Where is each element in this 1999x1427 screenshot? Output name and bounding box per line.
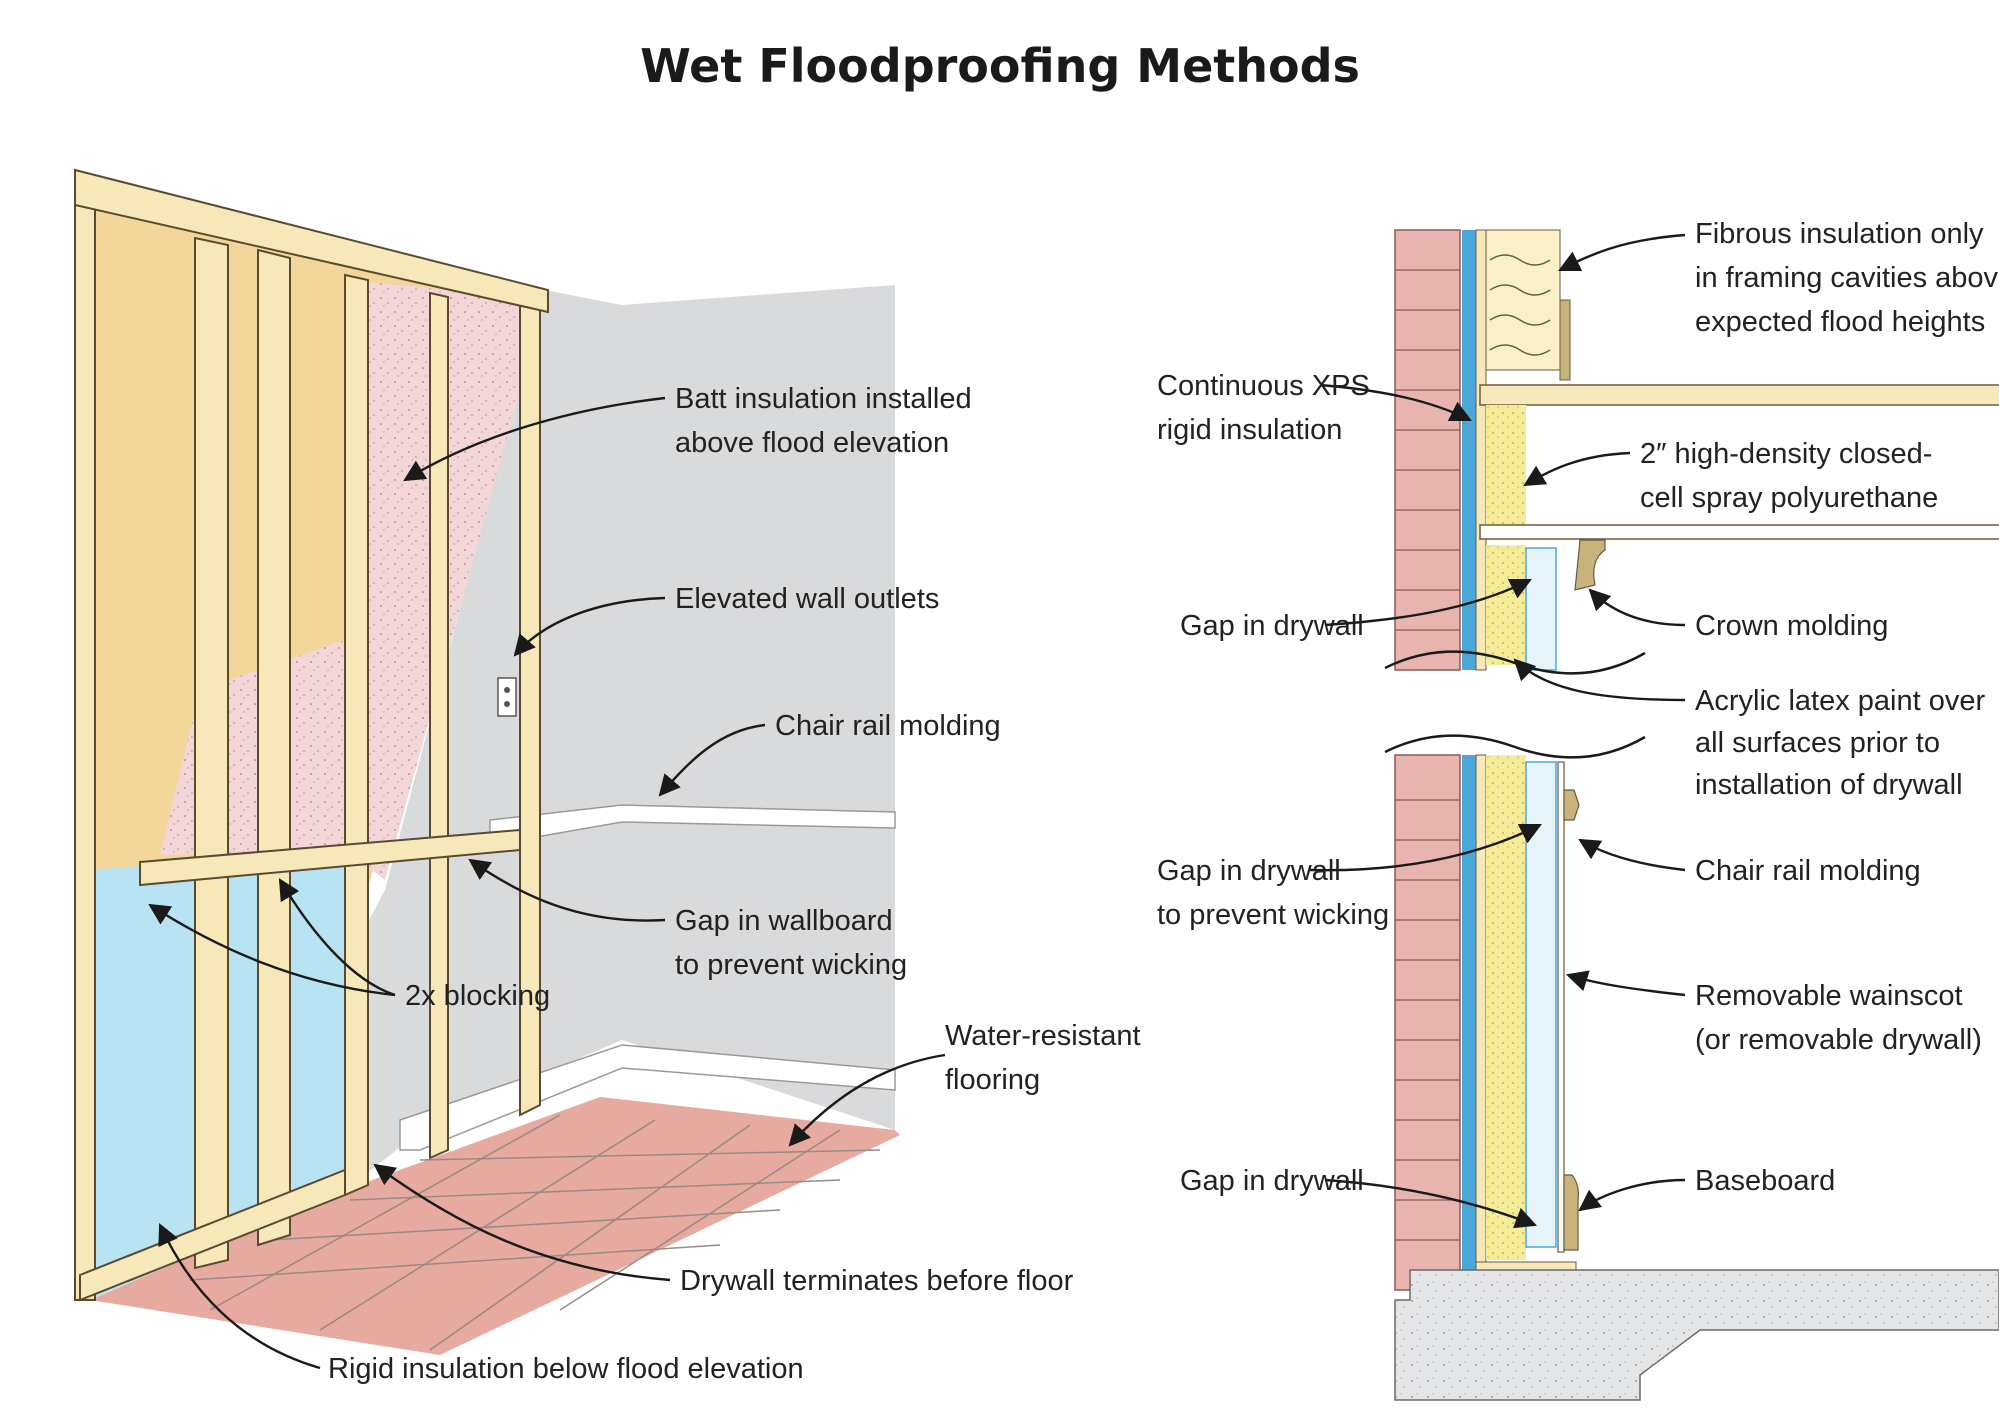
arrow-icon — [1324, 578, 1532, 627]
arrow-icon — [158, 1223, 321, 1370]
arrow-icon — [148, 903, 396, 997]
flooring-label: Water-resistant flooring — [945, 1020, 1149, 1096]
arrow-icon — [1565, 970, 1686, 997]
leader-lines — [148, 233, 1686, 1370]
arrow-icon — [788, 1053, 946, 1147]
lower-section-detail — [1384, 734, 1999, 1401]
drywall-panel — [345, 290, 622, 1190]
arrow-icon — [513, 596, 666, 657]
gap-drywall-lower-label: Gap in drywall — [1180, 1165, 1364, 1197]
spray-foam-label: 2″ high-density closed- cell spray polyu… — [1640, 438, 1940, 514]
wall-outlet-icon — [497, 677, 517, 717]
gap-wallboard-label: Gap in wallboard to prevent wicking — [675, 905, 907, 981]
xps-insulation-label: Continuous XPS rigid insulation — [1157, 370, 1378, 446]
rigid-insulation-label: Rigid insulation below flood elevation — [328, 1353, 804, 1385]
wall-studs — [74, 179, 541, 1301]
arrow-icon — [1558, 233, 1686, 272]
arrow-icon — [1319, 383, 1472, 422]
arrow-icon — [1523, 451, 1631, 487]
arrow-icon — [373, 1163, 671, 1282]
wainscot-label: Removable wainscot (or removable drywall… — [1695, 980, 1982, 1056]
gray-side-wall — [622, 285, 895, 1130]
chair-rail-label: Chair rail molding — [775, 710, 1001, 742]
gap-drywall-upper-label: Gap in drywall — [1180, 610, 1364, 642]
drywall-floor-label: Drywall terminates before floor — [680, 1265, 1074, 1297]
arrow-icon — [1578, 1178, 1686, 1212]
arrow-icon — [1513, 658, 1686, 702]
acrylic-paint-label: Acrylic latex paint over all surfaces pr… — [1695, 685, 1993, 801]
arrow-icon — [658, 723, 766, 797]
blocking-2x — [139, 828, 521, 887]
blocking-label: 2x blocking — [405, 980, 550, 1012]
arrow-icon — [1324, 1178, 1538, 1229]
page-title: Wet Floodproofing Methods — [640, 39, 1360, 93]
arrow-icon — [1578, 838, 1686, 872]
arrow-icon — [403, 396, 666, 482]
baseboard-label: Baseboard — [1695, 1165, 1835, 1197]
upper-section-detail — [1384, 229, 1999, 675]
arrow-icon — [468, 858, 666, 922]
batt-insulation-label: Batt insulation installed above flood el… — [675, 383, 980, 459]
gap-drywall-mid-label: Gap in drywall to prevent wicking — [1157, 855, 1389, 931]
wall-section-illustration — [74, 168, 900, 1355]
bottom-plate — [79, 1168, 346, 1302]
elevated-outlets-label: Elevated wall outlets — [675, 583, 939, 615]
chair-rail-detail-label: Chair rail molding — [1695, 855, 1921, 887]
left-callouts: Batt insulation installed above flood el… — [328, 383, 1149, 1385]
section-details — [1384, 229, 1999, 1401]
crown-molding-label: Crown molding — [1695, 610, 1888, 642]
arrow-icon — [278, 878, 396, 997]
arrow-icon — [1588, 588, 1686, 627]
fibrous-insulation-label: Fibrous insulation only in framing cavit… — [1695, 218, 1999, 338]
arrow-icon — [1309, 823, 1542, 872]
baseboard-trim — [399, 1044, 896, 1151]
right-callouts: Fibrous insulation only in framing cavit… — [1157, 218, 1999, 1197]
tile-grout-lines — [189, 1114, 881, 1351]
top-plate — [74, 168, 549, 314]
